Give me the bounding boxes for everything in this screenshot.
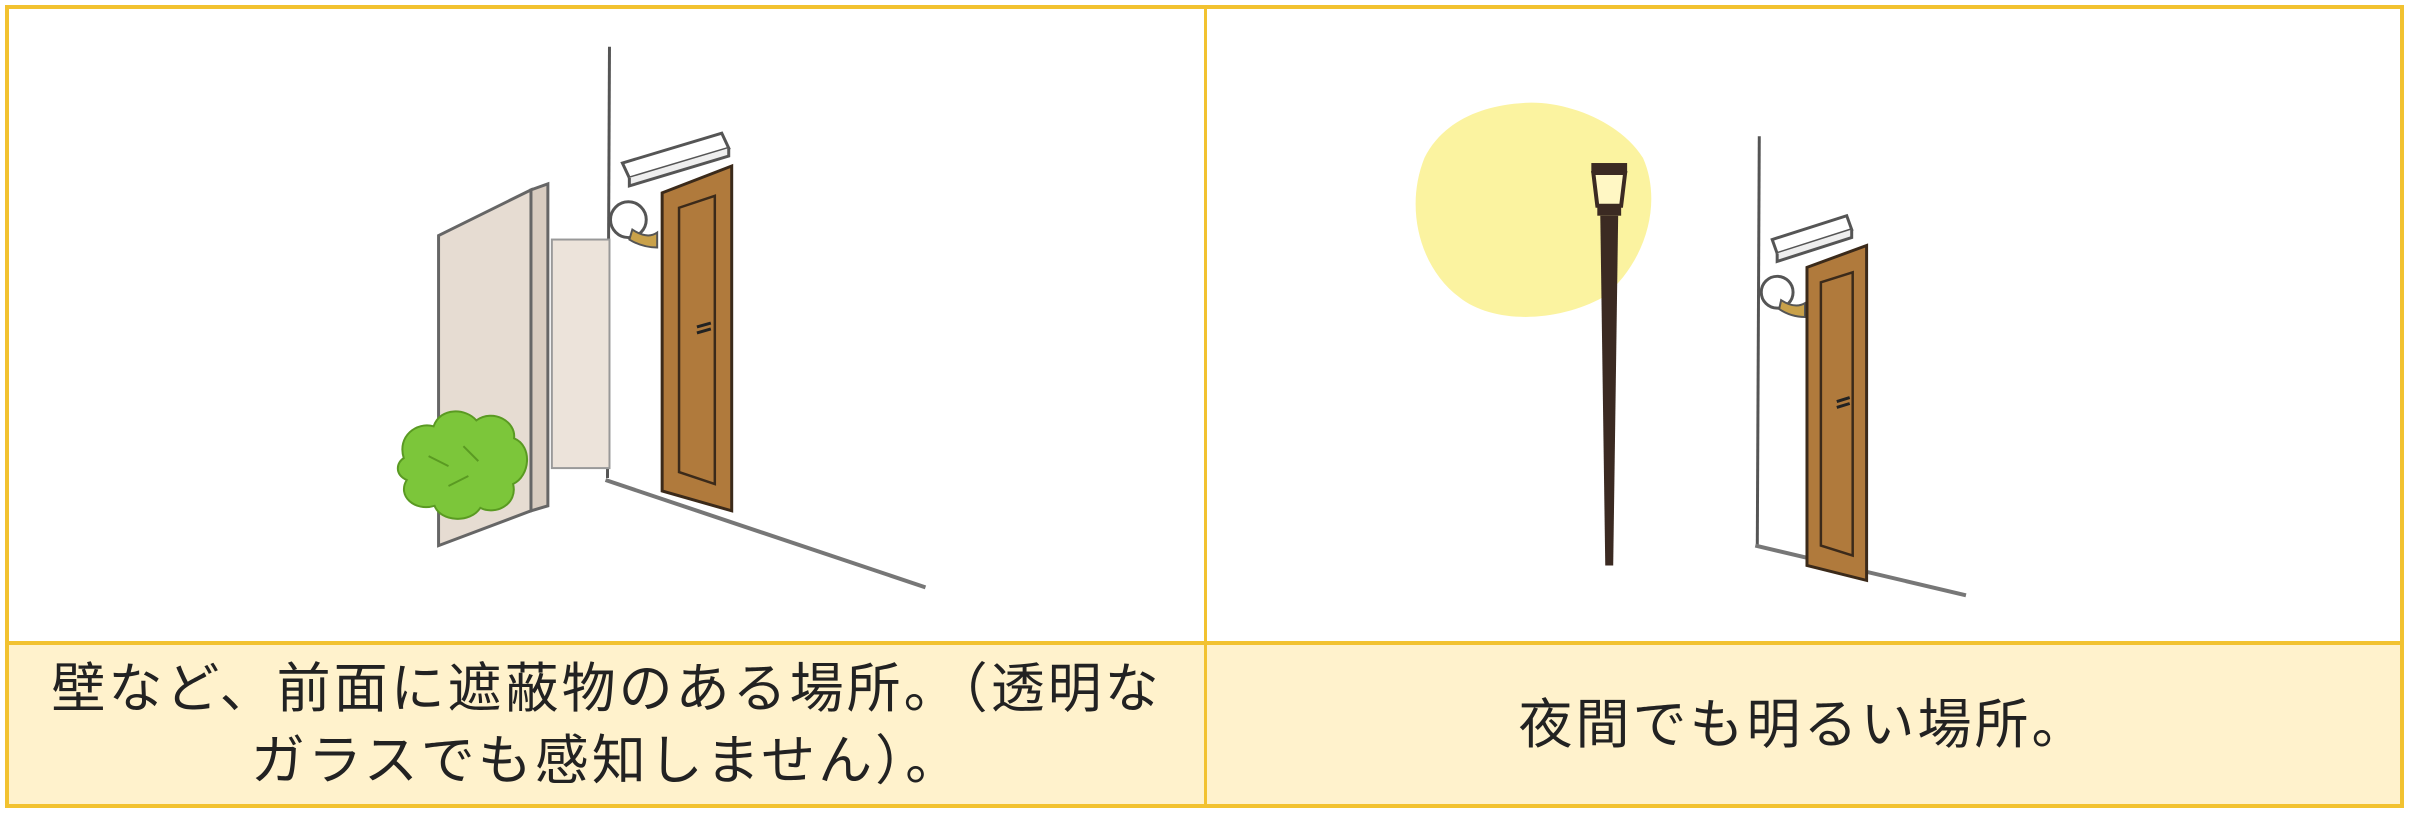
wall-light-icon [1759,274,1806,319]
building-wall-outline [604,46,927,590]
canopy-icon [1770,213,1854,264]
caption-text: 壁など、前面に遮蔽物のある場所。（透明なガラスでも感知しません）。 [51,656,1162,792]
caption-obstructed-location: 壁など、前面に遮蔽物のある場所。（透明なガラスでも感知しません）。 [9,645,1207,804]
door-icon [660,163,734,513]
lamp-glow-icon [1415,102,1652,317]
bush-icon [396,410,528,520]
inner-wall-shadow [550,238,611,470]
wall-light-icon [608,200,659,249]
street-lamp-icon [1591,163,1628,566]
illustration-bright-location [1207,9,2400,645]
caption-bright-location: 夜間でも明るい場所。 [1207,645,2400,804]
illustration-obstructed-location [9,9,1207,645]
comparison-table: 壁など、前面に遮蔽物のある場所。（透明なガラスでも感知しません）。 夜間でも明る… [5,5,2404,808]
canopy-icon [620,131,731,188]
door-icon [1805,243,1869,583]
caption-text: 夜間でも明るい場所。 [1518,692,2089,756]
